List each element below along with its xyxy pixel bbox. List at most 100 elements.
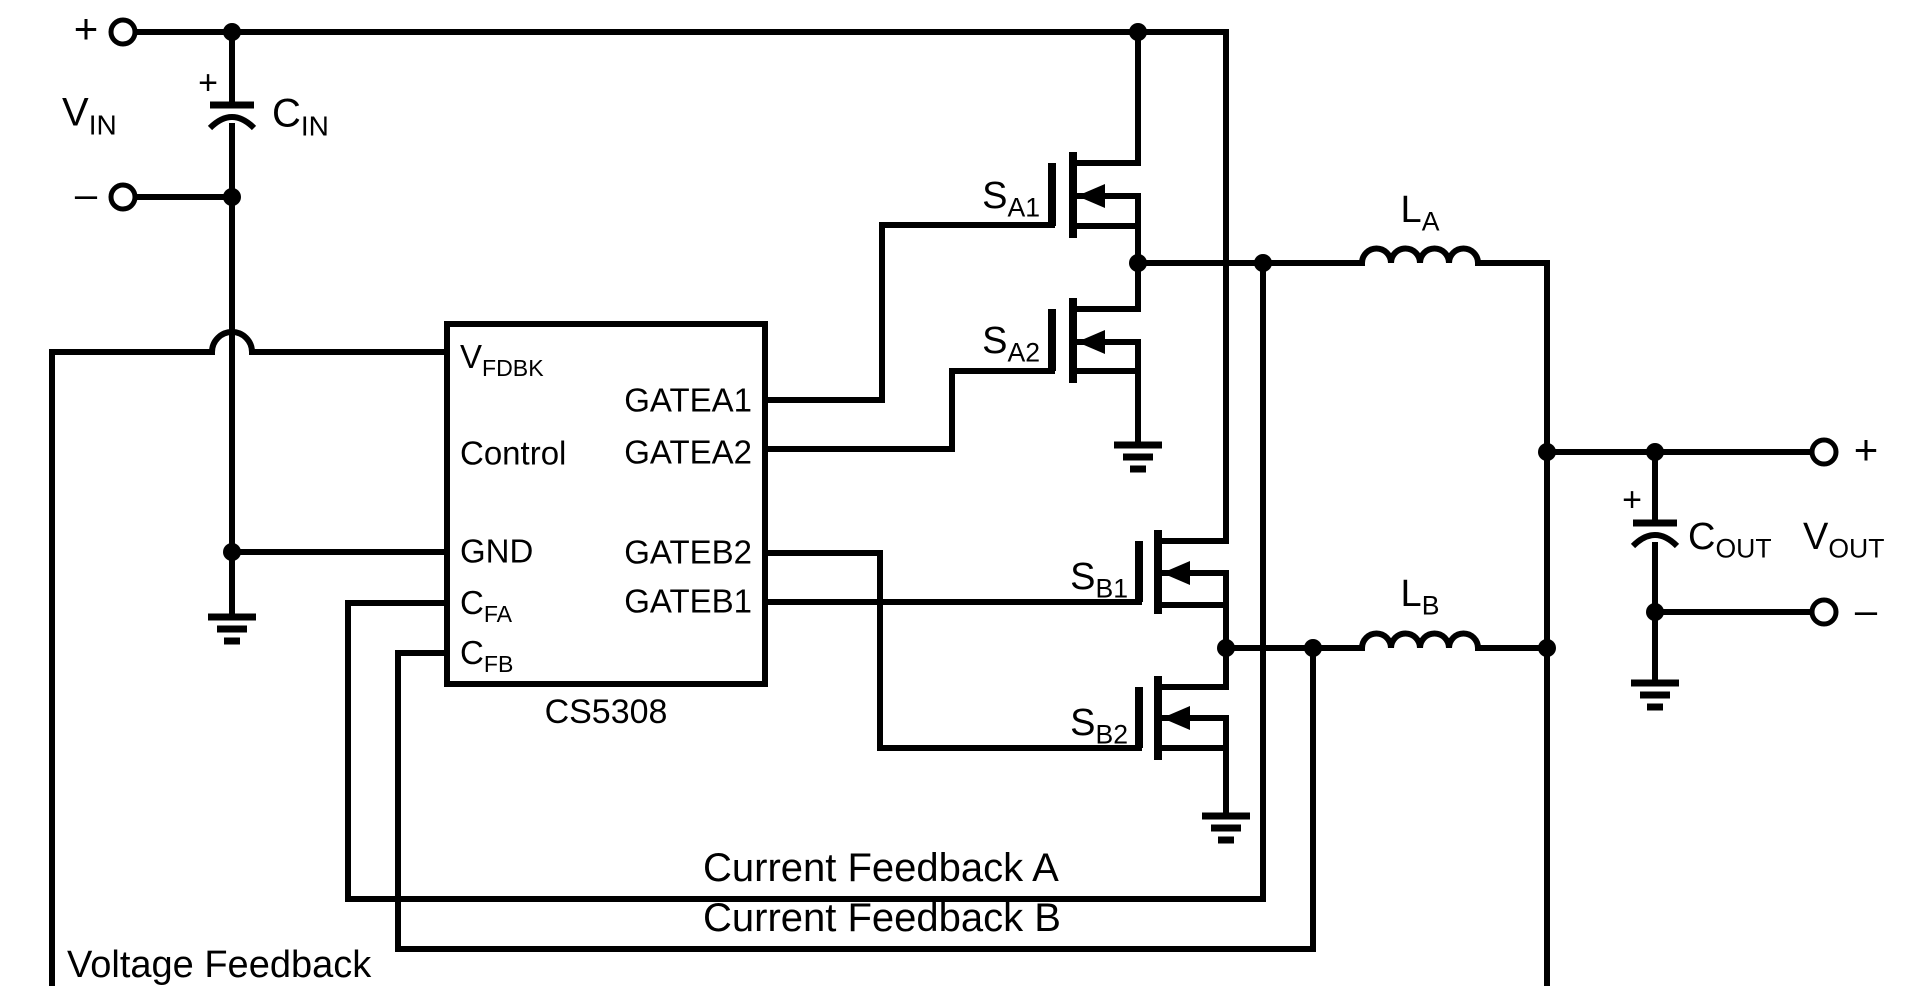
gnd-pin-label-text: GND — [460, 532, 534, 570]
gatea1-pin-label: GATEA1 — [624, 384, 752, 417]
cin-plus-sign-text: + — [198, 64, 218, 102]
junction-dot-1 — [223, 23, 241, 41]
vout-plus-terminal — [1809, 437, 1839, 467]
lb-label-text: L — [1400, 572, 1422, 615]
cin-plus-sign: + — [198, 66, 218, 100]
control-pin-label: Control — [460, 437, 566, 470]
vin-label-subscript: IN — [88, 109, 117, 141]
vfdbk-wire — [49, 329, 450, 355]
sb2-label: SB2 — [1070, 704, 1128, 748]
la-label-text: L — [1400, 188, 1422, 231]
ic-box — [444, 321, 768, 687]
vfdbk-pin-label-subscript: FDBK — [482, 354, 544, 381]
lb-label: LB — [1401, 575, 1440, 619]
control-pin-label-text: Control — [460, 434, 567, 472]
cout-label-subscript: OUT — [1715, 533, 1772, 564]
mosfet-sb1-body-arrow-icon — [1162, 561, 1190, 585]
vin-plus-terminal — [108, 17, 138, 47]
cin-label: CIN — [272, 94, 329, 141]
sa1-label: SA1 — [982, 177, 1040, 221]
sb2-label-subscript: B2 — [1095, 719, 1128, 750]
cout-label-text: C — [1688, 515, 1716, 558]
gatea2-pin-label: GATEA2 — [624, 436, 752, 469]
junction-dot-10 — [1646, 443, 1664, 461]
junction-dot-2 — [1129, 23, 1147, 41]
sa2-label-subscript: A2 — [1007, 337, 1040, 368]
mosfet-sa2-body-arrow-icon — [1077, 330, 1105, 354]
mosfet-sa1-body-arrow-icon — [1077, 184, 1105, 208]
gatea2-pin-label-text: GATEA2 — [624, 433, 752, 471]
current-feedback-b-label-text: Current Feedback B — [703, 896, 1061, 940]
vin-plus-sign: + — [74, 8, 99, 50]
vout-label-subscript: OUT — [1828, 533, 1885, 564]
sb2-label-text: S — [1070, 701, 1096, 744]
current-feedback-a-label: Current Feedback A — [703, 848, 1059, 888]
vout-minus-sign-text: – — [1854, 589, 1878, 633]
cfa-pin-label: CFA — [460, 586, 512, 626]
sa2-label-text: S — [982, 319, 1008, 362]
junction-dot-5 — [1129, 254, 1147, 272]
vfdbk-pin-label: VFDBK — [460, 340, 544, 380]
junction-dot-4 — [223, 543, 241, 561]
gatea1-pin-label-text: GATEA1 — [624, 381, 752, 419]
cout-label: COUT — [1688, 518, 1772, 562]
cfb-wire — [395, 650, 1316, 952]
junction-dot-11 — [1538, 639, 1556, 657]
junction-dot-12 — [1646, 603, 1664, 621]
cfa-wire — [345, 600, 1266, 902]
cin-label-subscript: IN — [300, 110, 329, 142]
vout-minus-sign: – — [1855, 591, 1877, 631]
sb1-label-text: S — [1070, 555, 1096, 598]
vin-label-text: V — [62, 90, 89, 135]
vout-minus-terminal — [1809, 597, 1839, 627]
cfb-pin-label: CFB — [460, 636, 513, 676]
gateb1-pin-label-text: GATEB1 — [624, 582, 752, 620]
sa1-label-subscript: A1 — [1007, 192, 1040, 223]
gateb1-pin-label: GATEB1 — [624, 585, 752, 618]
gateb2-pin-label-text: GATEB2 — [624, 533, 752, 571]
sa2-label: SA2 — [982, 322, 1040, 366]
cfb-pin-label-subscript: FB — [483, 650, 514, 677]
cfa-pin-label-text: C — [460, 584, 484, 622]
vout-label-text: V — [1803, 515, 1829, 558]
cout-capacitor-curved-plate — [1630, 532, 1680, 549]
inductor-lb — [1359, 630, 1481, 649]
vin-minus-sign-text: – — [74, 173, 98, 217]
cfb-pin-label-text: C — [460, 634, 484, 672]
cout-plus-sign-text: + — [1622, 481, 1642, 519]
sa1-label-text: S — [982, 174, 1008, 217]
junction-dot-8 — [1304, 639, 1322, 657]
lb-label-subscript: B — [1421, 590, 1440, 621]
vin-minus-terminal — [108, 182, 138, 212]
vin-plus-sign-text: + — [73, 5, 99, 52]
inductor-la — [1359, 245, 1481, 264]
gnd-pin-label: GND — [460, 535, 533, 568]
ic-part-number-label-text: CS5308 — [544, 693, 668, 731]
current-feedback-a-label-text: Current Feedback A — [703, 846, 1059, 890]
gateb2-pin-label: GATEB2 — [624, 536, 752, 569]
vout-plus-sign: + — [1854, 429, 1879, 471]
current-feedback-b-label: Current Feedback B — [703, 898, 1061, 938]
sb1-label: SB1 — [1070, 558, 1128, 602]
gatea1-wire — [762, 222, 1055, 403]
ic-part-number-label: CS5308 — [545, 695, 668, 729]
voltage-feedback-label-text: Voltage Feedback — [67, 944, 372, 986]
top-rail-wire — [134, 29, 1229, 544]
cout-plus-sign: + — [1622, 483, 1642, 517]
vfdbk-pin-label-text: V — [460, 338, 483, 376]
voltage-feedback-label: Voltage Feedback — [67, 946, 371, 984]
vout-label: VOUT — [1803, 518, 1885, 562]
gateb2-wire — [762, 550, 1142, 751]
cin-capacitor-curved-plate — [207, 114, 257, 131]
mosfet-sb2-body-arrow-icon — [1162, 706, 1190, 730]
gatea2-wire — [762, 368, 1055, 452]
sb1-label-subscript: B1 — [1095, 573, 1128, 604]
junction-dot-9 — [1538, 443, 1556, 461]
junction-dot-7 — [1217, 639, 1235, 657]
vin-minus-sign: – — [75, 175, 97, 215]
vin-label: VIN — [62, 93, 117, 140]
junction-dot-3 — [223, 188, 241, 206]
vout-plus-sign-text: + — [1853, 426, 1879, 473]
